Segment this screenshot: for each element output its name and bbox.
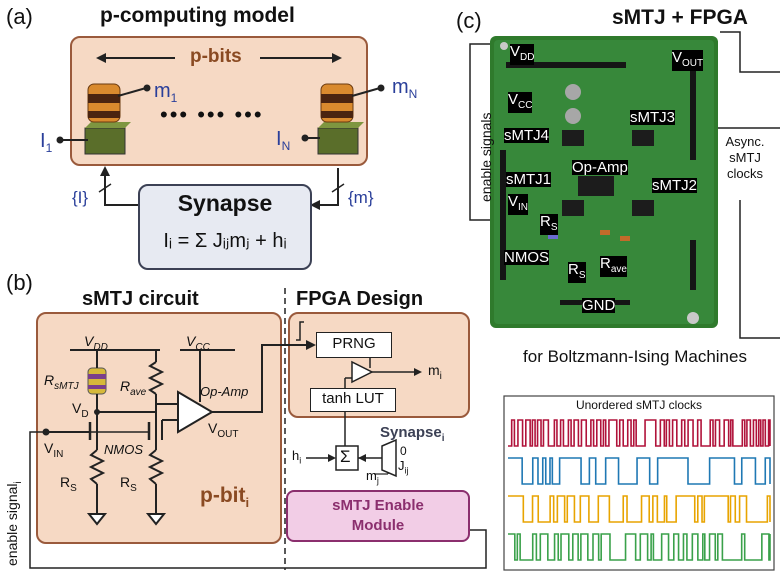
panel-c-label: (c)	[456, 8, 482, 33]
board-smtj2: sMTJ2	[652, 177, 697, 194]
fpga-title: FPGA Design	[296, 288, 424, 310]
panel-c-title: sMTJ + FPGA	[612, 6, 748, 29]
clock-trace-blue	[508, 457, 771, 485]
panel-a-label: (a)	[6, 4, 33, 29]
synapse-box	[138, 184, 312, 270]
smtj-enable-module: sMTJ Enable Module	[286, 490, 470, 542]
in-label: IN	[276, 128, 291, 153]
board-vcc: VCC	[508, 91, 533, 113]
mi-label: mi	[428, 362, 442, 382]
board-gnd: GND	[582, 297, 616, 314]
synapse-i-title: Synapsei	[380, 424, 445, 444]
board-vdd: VDD	[510, 43, 535, 65]
async-clocks-label: Async. sMTJ clocks	[725, 134, 765, 181]
synapse-equation: Iᵢ = Σ Jᵢⱼmⱼ + hᵢ	[163, 230, 287, 252]
vcc-label: VCC	[186, 333, 210, 353]
opamp-label: Op-Amp	[200, 384, 249, 399]
i1-label: I1	[40, 130, 53, 155]
pbits-label: p-bits	[190, 46, 242, 67]
pbit-n-device	[317, 83, 364, 155]
rsmtj-label: RsMTJ	[44, 372, 79, 392]
boltzmann-caption: for Boltzmann-Ising Machines	[523, 347, 747, 366]
enable-signals-label: enable signals	[478, 112, 494, 202]
board-smtj1: sMTJ1	[506, 171, 551, 188]
rave-label: Rave	[120, 378, 147, 398]
mj-label: mj	[366, 468, 379, 486]
panel-a-title: p-computing model	[100, 4, 295, 27]
hi-label: hi	[292, 448, 302, 466]
panel-b-label: (b)	[6, 270, 33, 295]
prng-block: PRNG	[316, 332, 392, 358]
vd-label: VD	[72, 400, 89, 420]
clock-trace-green	[508, 533, 771, 561]
mn-label: mN	[392, 76, 418, 101]
bus-i-label: {I}	[72, 188, 89, 207]
board-vout: VOUT	[672, 49, 704, 71]
board-rs-a: RS	[540, 213, 558, 235]
clock-trace-orange	[508, 495, 771, 523]
clock-traces	[508, 419, 771, 561]
board-rs-b: RS	[568, 261, 586, 283]
jij-label: Jij	[398, 458, 409, 476]
rs1-label: RS	[60, 474, 77, 494]
board-opamp: Op-Amp	[572, 159, 628, 176]
enable-module-label: sMTJ Enable Module	[332, 497, 424, 534]
tanh-lut-block: tanh LUT	[310, 388, 396, 412]
board-vin: VIN	[508, 193, 529, 215]
board-smtj4: sMTJ4	[504, 127, 549, 144]
clocks-title: Unordered sMTJ clocks	[575, 398, 703, 412]
board-smtj3: sMTJ3	[630, 109, 675, 126]
pbit-i-label: p-biti	[200, 484, 250, 511]
board-nmos: NMOS	[504, 249, 549, 266]
board-rave: Rave	[600, 255, 627, 277]
circuit-title: sMTJ circuit	[82, 288, 199, 310]
mux-zero: 0	[400, 444, 407, 458]
clock-trace-red	[508, 419, 771, 447]
vout-label: VOUT	[208, 420, 239, 440]
m1-label: m1	[154, 80, 178, 105]
rs2-label: RS	[120, 474, 137, 494]
sum-symbol: Σ	[340, 447, 351, 466]
nmos-label: NMOS	[104, 442, 143, 457]
bus-m-label: {m}	[348, 188, 374, 207]
vin-label: VIN	[44, 440, 64, 460]
vdd-label: VDD	[84, 333, 108, 353]
pbit-dots: ••• ••• •••	[160, 102, 264, 127]
synapse-title: Synapse	[177, 190, 273, 216]
pbit-1-device	[84, 83, 131, 155]
